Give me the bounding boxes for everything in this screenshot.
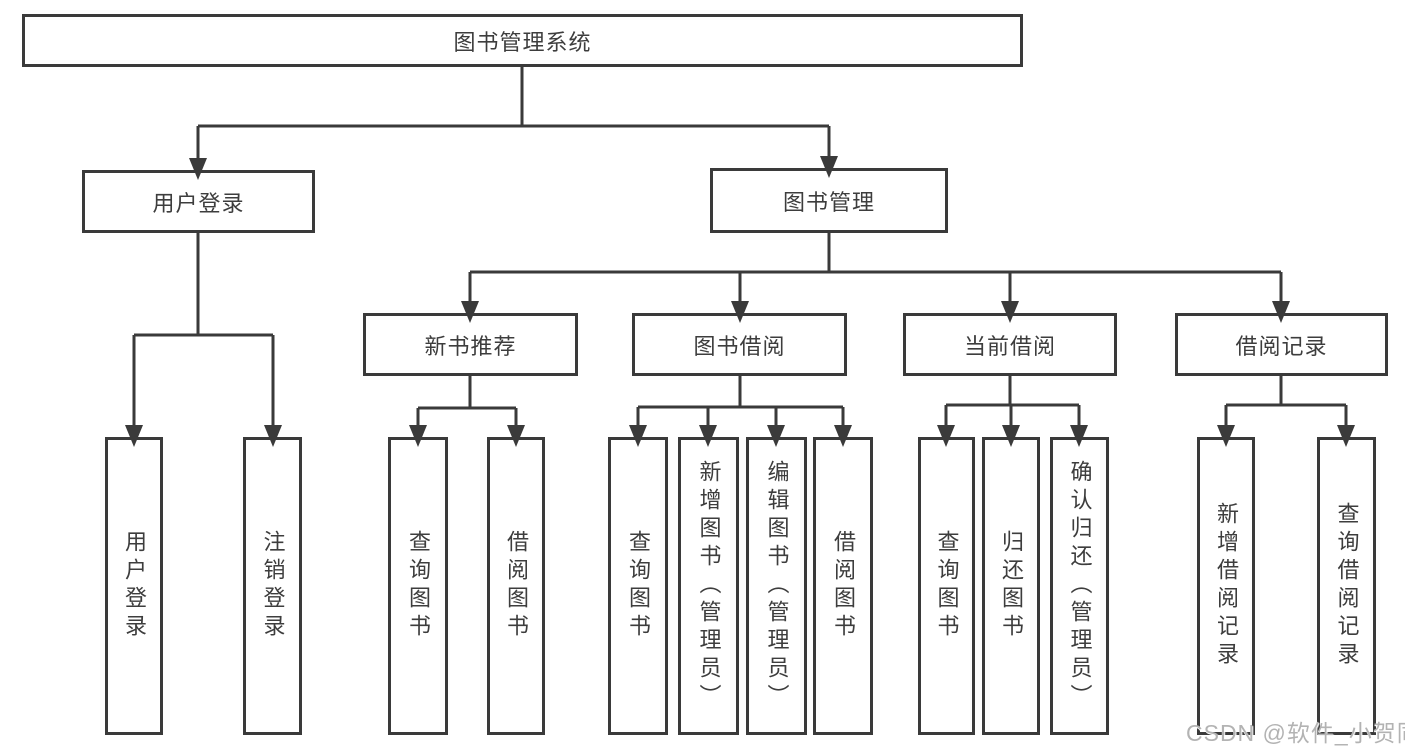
leaf-recommend-borrow-books-label: 借阅图书	[504, 530, 529, 642]
csdn-watermark: CSDN @软件_小贺同学	[1186, 720, 1405, 746]
leaf-confirm-return-admin: 确认归还（管理员）	[1050, 437, 1109, 735]
node-user-login-branch: 用户登录	[82, 170, 315, 233]
leaf-return-books-label: 归还图书	[999, 530, 1024, 642]
leaf-user-login: 用户登录	[105, 437, 163, 735]
leaf-return-books: 归还图书	[982, 437, 1040, 735]
leaf-add-books-admin-label: 新增图书（管理员）	[696, 460, 722, 712]
node-book-borrow: 图书借阅	[632, 313, 847, 376]
leaf-query-borrow-record-label: 查询借阅记录	[1334, 502, 1360, 670]
node-book-management-branch: 图书管理	[710, 168, 948, 233]
node-current-borrow-label: 当前借阅	[963, 333, 1056, 359]
leaf-borrow-query-books: 查询图书	[608, 437, 668, 735]
leaf-recommend-borrow-books: 借阅图书	[487, 437, 545, 735]
leaf-recommend-query-books-label: 查询图书	[406, 530, 431, 642]
node-root: 图书管理系统	[22, 14, 1023, 67]
leaf-borrow-books-label: 借阅图书	[831, 530, 856, 642]
node-new-book-recommend-label: 新书推荐	[424, 333, 517, 359]
node-borrow-records-label: 借阅记录	[1235, 333, 1328, 359]
leaf-add-borrow-record: 新增借阅记录	[1197, 437, 1255, 735]
leaf-confirm-return-admin-label: 确认归还（管理员）	[1067, 460, 1093, 712]
node-current-borrow: 当前借阅	[903, 313, 1117, 376]
leaf-logout-label: 注销登录	[260, 530, 286, 642]
leaf-current-query-books: 查询图书	[918, 437, 975, 735]
leaf-edit-books-admin: 编辑图书（管理员）	[746, 437, 807, 735]
leaf-add-borrow-record-label: 新增借阅记录	[1214, 502, 1239, 670]
leaf-edit-books-admin-label: 编辑图书（管理员）	[764, 460, 790, 712]
leaf-borrow-query-books-label: 查询图书	[626, 530, 651, 642]
leaf-query-borrow-record: 查询借阅记录	[1317, 437, 1376, 735]
leaf-borrow-books: 借阅图书	[813, 437, 873, 735]
node-user-login-branch-label: 用户登录	[152, 190, 245, 216]
leaf-add-books-admin: 新增图书（管理员）	[678, 437, 739, 735]
node-book-borrow-label: 图书借阅	[693, 333, 786, 359]
leaf-user-login-label: 用户登录	[122, 530, 147, 642]
leaf-current-query-books-label: 查询图书	[934, 530, 960, 642]
leaf-recommend-query-books: 查询图书	[388, 437, 448, 735]
node-book-management-branch-label: 图书管理	[782, 189, 875, 215]
node-borrow-records: 借阅记录	[1175, 313, 1388, 376]
node-new-book-recommend: 新书推荐	[363, 313, 578, 376]
node-root-label: 图书管理系统	[453, 29, 592, 55]
leaf-logout: 注销登录	[243, 437, 302, 735]
